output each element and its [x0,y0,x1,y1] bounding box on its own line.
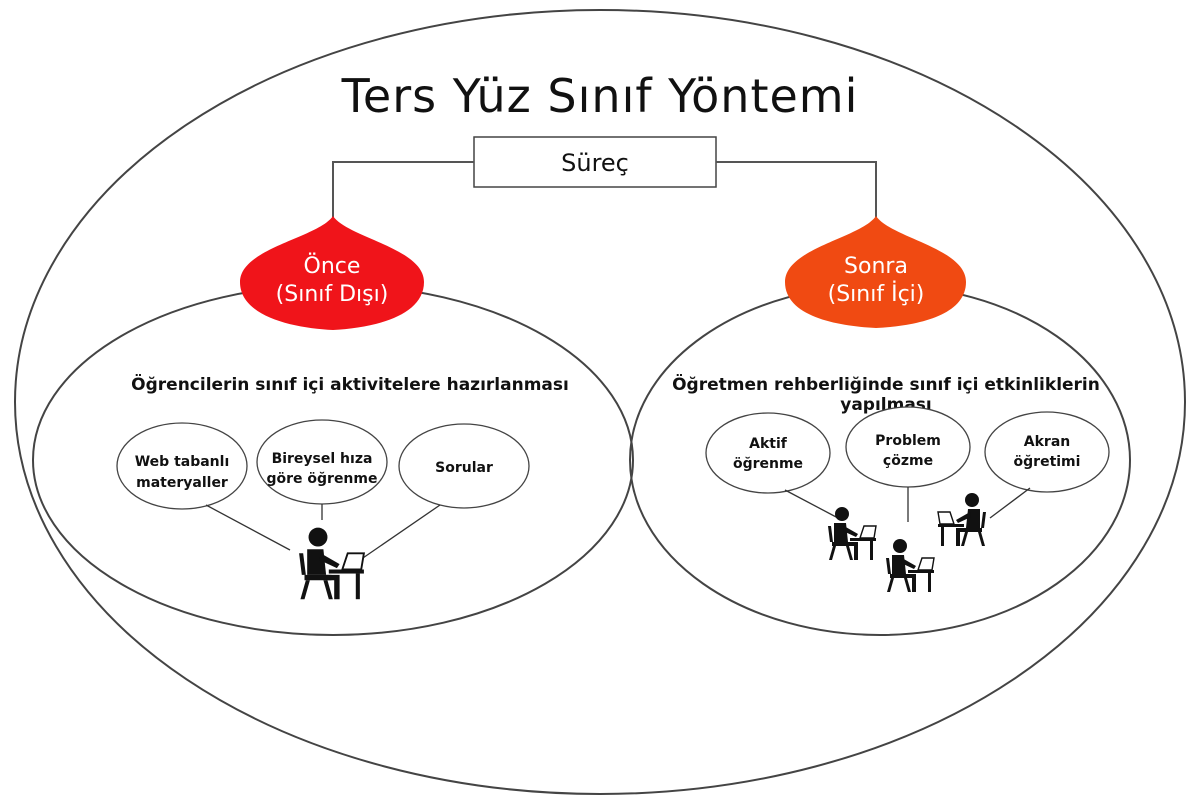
process-label: Süreç [561,149,629,177]
after-description-line1: Öğretmen rehberliğinde sınıf içi etkinli… [672,373,1100,395]
connector-before [332,161,474,228]
before-item-bubble-3 [398,423,530,509]
after-item-2-line1: Problem [875,433,941,449]
diagram-title: Ters Yüz Sınıf Yöntemi [341,69,859,123]
before-description: Öğrencilerin sınıf içi aktivitelere hazı… [131,373,569,395]
after-item-bubble-3 [984,411,1110,493]
after-label-line2: (Sınıf İçi) [828,281,925,307]
after-label-line1: Sonra [844,254,908,279]
after-item-3-line2: öğretimi [1014,454,1081,470]
before-drop [240,216,424,330]
before-item-1-line2: materyaller [136,475,228,491]
process-box [473,136,717,188]
before-label-line1: Önce [304,253,361,279]
student-at-laptop-icon-3 [937,492,987,547]
before-link-3 [359,504,441,561]
before-item-2-line1: Bireysel hıza [272,451,373,467]
before-item-3-line1: Sorular [435,460,493,476]
after-item-2-line2: çözme [883,453,933,469]
outer-ellipse [14,9,1186,795]
student-at-laptop-icon-2 [885,538,935,593]
after-item-1-line1: Aktif [749,436,788,452]
before-item-bubble-1 [116,422,248,510]
after-drop [785,216,966,328]
after-item-3-line1: Akran [1024,434,1070,450]
before-link-1 [205,504,291,551]
before-item-1-line1: Web tabanlı [135,454,230,470]
after-link-3 [989,487,1031,519]
student-at-laptop-icon [298,526,365,601]
after-link-1 [784,489,839,519]
connector-after [716,161,877,228]
after-item-1-line2: öğrenme [733,456,803,472]
before-item-2-line2: göre öğrenme [266,471,377,487]
student-at-laptop-icon-1 [827,506,877,561]
after-item-bubble-1 [705,412,831,494]
before-label-line2: (Sınıf Dışı) [276,282,389,307]
